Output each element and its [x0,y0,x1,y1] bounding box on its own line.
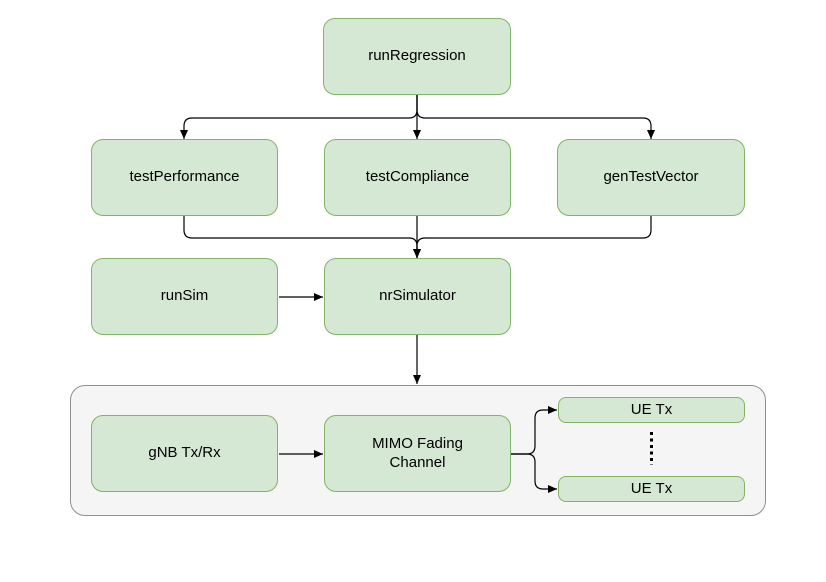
node-run-sim-label: runSim [160,287,209,305]
node-test-performance: testPerformance [91,139,278,216]
node-test-compliance-label: testCompliance [365,168,470,186]
node-run-regression-label: runRegression [368,47,466,65]
node-test-compliance: testCompliance [324,139,511,216]
node-nr-simulator-label: nrSimulator [379,287,456,305]
node-mimo-fading-channel-label: MIMO Fading Channel [372,434,463,471]
node-nr-simulator: nrSimulator [324,258,511,335]
node-gnb-tx-rx: gNB Tx/Rx [91,415,278,492]
vertical-ellipsis-icon [650,432,653,465]
node-test-performance-label: testPerformance [129,168,240,186]
node-ue-tx-bottom: UE Tx [558,476,745,502]
node-gen-test-vector-label: genTestVector [603,168,699,186]
edge-runregression-testperformance [180,95,418,139]
node-ue-tx-top: UE Tx [558,397,745,423]
node-run-regression: runRegression [323,18,511,95]
node-gnb-tx-rx-label: gNB Tx/Rx [148,444,221,462]
node-ue-tx-bottom-label: UE Tx [630,479,673,497]
edge-gentestvector-nrsimulator [413,216,652,258]
node-ue-tx-top-label: UE Tx [630,400,673,418]
node-mimo-fading-channel: MIMO Fading Channel [324,415,511,492]
node-run-sim: runSim [91,258,278,335]
edge-runregression-gentestvector [416,95,655,139]
node-gen-test-vector: genTestVector [557,139,745,216]
edge-testperformance-nrsimulator [183,216,421,258]
